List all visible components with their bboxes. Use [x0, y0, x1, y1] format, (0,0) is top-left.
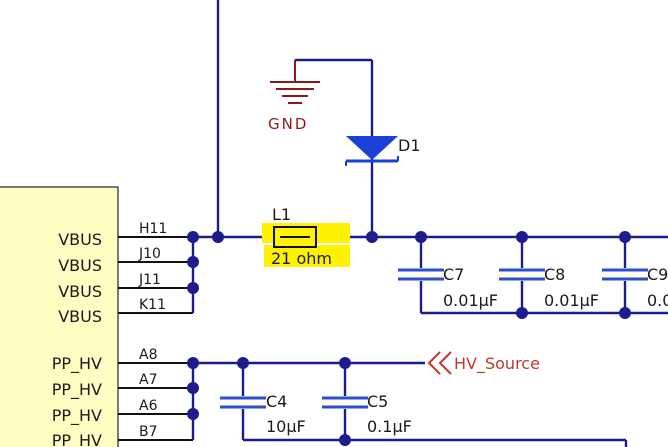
c7-value: 0.01µF — [443, 291, 498, 310]
pin-num-b7: B7 — [139, 424, 158, 440]
c8-value: 0.01µF — [544, 291, 599, 310]
junction-dot — [212, 231, 224, 243]
junction-dot — [187, 408, 199, 420]
pin-num-a8: A8 — [139, 347, 157, 363]
pin-name-b7: PP_HV — [52, 431, 102, 447]
junction-dot — [366, 231, 378, 243]
gnd-label: GND — [268, 115, 308, 133]
pin-num-k11: K11 — [139, 297, 166, 313]
pin-num-j10: J10 — [138, 246, 161, 262]
junction-dot — [516, 307, 528, 319]
pin-name-h11: VBUS — [58, 230, 102, 249]
ground-icon — [270, 60, 320, 104]
inductor-ref: L1 — [272, 205, 291, 224]
junction-dot — [187, 357, 199, 369]
net-arrow-icon — [427, 351, 452, 375]
pin-num-a6: A6 — [139, 398, 158, 414]
c9-value: 0.01µF — [647, 291, 668, 310]
junction-dot — [339, 434, 351, 446]
junction-dot — [516, 231, 528, 243]
c5-value: 0.1µF — [367, 417, 412, 436]
pin-name-a6: PP_HV — [52, 406, 102, 426]
pin-num-h11: H11 — [139, 221, 167, 237]
pin-name-a8: PP_HV — [52, 354, 102, 374]
c4-value: 10µF — [266, 417, 306, 436]
c9-ref: C9 — [647, 265, 668, 284]
diode-icon — [345, 136, 399, 166]
hv-source-label: HV_Source — [454, 354, 540, 374]
junction-dot — [187, 282, 199, 294]
junction-dot — [237, 357, 249, 369]
junction-dot — [619, 307, 631, 319]
diode-ref: D1 — [398, 136, 421, 155]
inductor-value: 21 ohm — [271, 249, 332, 268]
c8-ref: C8 — [544, 265, 565, 284]
pin-name-j10: VBUS — [58, 256, 102, 275]
c5-ref: C5 — [367, 392, 388, 411]
junction-dot — [339, 357, 351, 369]
junction-dot — [187, 231, 199, 243]
pin-num-a7: A7 — [139, 372, 157, 388]
pin-name-j11: VBUS — [58, 282, 102, 301]
junction-dot — [187, 256, 199, 268]
pin-name-k11: VBUS — [58, 307, 102, 326]
c7-ref: C7 — [443, 265, 464, 284]
junction-dot — [415, 231, 427, 243]
ic-body — [0, 186, 119, 447]
junction-dot — [187, 382, 199, 394]
inductor-highlight-value — [264, 245, 350, 267]
c4-ref: C4 — [266, 392, 287, 411]
pin-name-a7: PP_HV — [52, 380, 102, 400]
junction-dot — [619, 231, 631, 243]
pin-num-j11: J11 — [138, 272, 161, 288]
